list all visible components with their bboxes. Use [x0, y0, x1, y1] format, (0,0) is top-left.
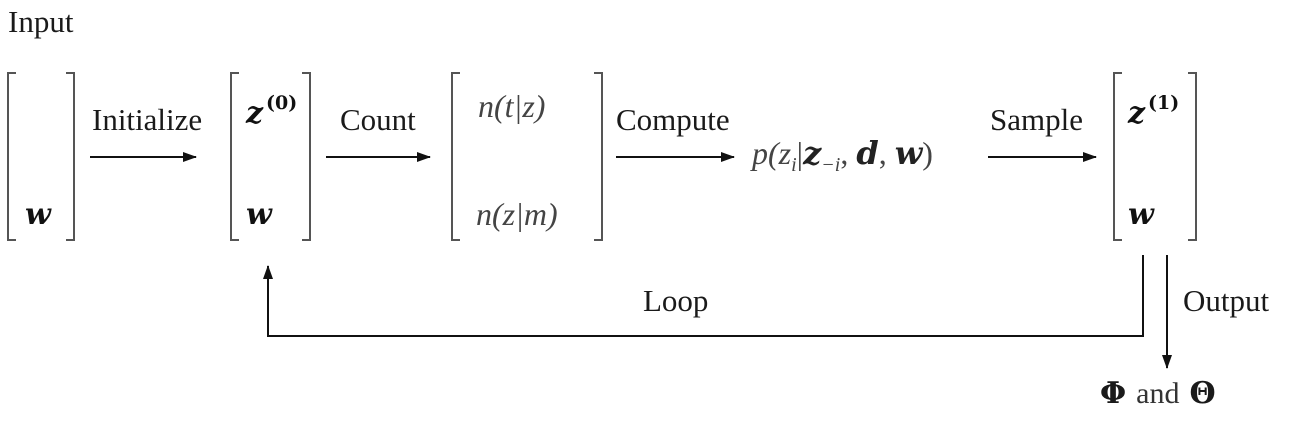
count-topic-word: n(t|z) [478, 88, 546, 124]
compute-label: Compute [616, 102, 730, 137]
loop-arrow [263, 255, 1144, 337]
state1-z-symbol: z(1) [1128, 92, 1180, 131]
state0-superscript: (0) [266, 92, 298, 114]
phi-symbol: Φ [1100, 376, 1127, 411]
state1-w-symbol: w [1128, 197, 1154, 232]
state0-w-symbol: w [246, 197, 272, 232]
conditional-probability: p(zi|z−i, d, w) [752, 134, 933, 176]
count-doc-topic: n(z|m) [476, 196, 558, 232]
state1-superscript: (1) [1148, 92, 1180, 114]
output-label: Output [1183, 283, 1270, 318]
state1-vector-bracket [1113, 72, 1197, 241]
loop-label: Loop [643, 283, 709, 318]
counts-vector-bracket [451, 72, 603, 241]
sample-label: Sample [990, 102, 1083, 137]
input-w-symbol: w [25, 197, 51, 232]
theta-symbol: Θ [1189, 376, 1216, 411]
state0-vector-bracket [230, 72, 311, 241]
count-label: Count [340, 102, 416, 137]
and-word: and [1136, 377, 1180, 410]
input-vector-bracket [7, 72, 75, 241]
initialize-label: Initialize [92, 102, 203, 137]
state0-z-symbol: z(0) [246, 92, 298, 131]
input-label: Input [8, 4, 74, 39]
